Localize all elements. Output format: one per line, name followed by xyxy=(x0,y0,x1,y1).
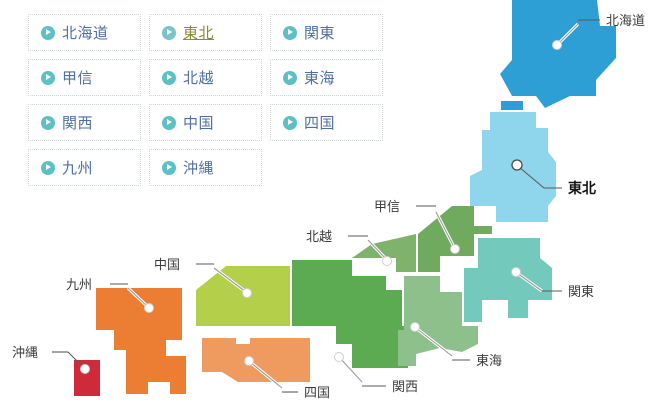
play-circle-icon xyxy=(162,25,176,40)
region-button-tokai[interactable]: 東海 xyxy=(270,59,383,96)
region-button-label: 関東 xyxy=(304,25,336,42)
map-region-shikoku[interactable] xyxy=(202,338,310,382)
region-button-kyushu[interactable]: 九州 xyxy=(28,149,141,186)
play-circle-icon xyxy=(162,115,176,130)
region-button-label: 中国 xyxy=(183,115,215,132)
play-circle-icon xyxy=(41,115,55,130)
map-label-hokuetsu: 北越 xyxy=(306,229,332,244)
region-button-label: 九州 xyxy=(62,160,94,177)
region-button-label: 甲信 xyxy=(62,70,94,87)
region-button-kansai[interactable]: 関西 xyxy=(28,104,141,141)
play-circle-icon xyxy=(41,160,55,175)
play-circle-icon xyxy=(283,115,297,130)
map-label-shikoku: 四国 xyxy=(304,385,330,400)
map-label-kyushu: 九州 xyxy=(66,277,92,292)
map-region-tohoku[interactable] xyxy=(470,112,556,222)
map-label-tokai: 東海 xyxy=(476,353,502,368)
map-region-hokkaido[interactable] xyxy=(500,0,616,108)
map-label-hokkaido: 北海道 xyxy=(606,13,645,28)
region-button-label: 関西 xyxy=(62,115,94,132)
region-button-okinawa[interactable]: 沖縄 xyxy=(149,149,262,186)
map-label-okinawa: 沖縄 xyxy=(12,345,38,360)
region-button-koshin[interactable]: 甲信 xyxy=(28,59,141,96)
map-label-kansai: 関西 xyxy=(392,379,418,394)
play-circle-icon xyxy=(283,25,297,40)
map-label-kanto: 関東 xyxy=(568,284,594,299)
play-circle-icon xyxy=(283,70,297,85)
region-button-hokuetsu[interactable]: 北越 xyxy=(149,59,262,96)
map-marker-kansai[interactable] xyxy=(334,352,344,362)
map-label-koshin: 甲信 xyxy=(374,199,400,214)
map-region-hokuetsu[interactable] xyxy=(352,234,416,272)
play-circle-icon xyxy=(162,70,176,85)
play-circle-icon xyxy=(162,160,176,175)
region-button-grid: 北海道 東北 関東 甲信 北越 東海 関西 中国 四国 九州 沖縄 xyxy=(28,14,393,194)
map-label-tohoku: 東北 xyxy=(568,180,596,196)
map-region-kansai[interactable] xyxy=(292,260,428,368)
map-label-chugoku: 中国 xyxy=(154,257,180,272)
map-region-okinawa[interactable] xyxy=(74,360,100,396)
region-button-label: 四国 xyxy=(304,115,336,132)
region-button-label: 沖縄 xyxy=(183,160,215,177)
region-button-tohoku[interactable]: 東北 xyxy=(149,14,262,51)
region-button-label: 東海 xyxy=(304,70,336,87)
region-button-label: 東北 xyxy=(183,25,215,42)
map-region-kanto[interactable] xyxy=(464,238,552,322)
region-button-label: 北海道 xyxy=(62,25,109,42)
region-button-hokkaido[interactable]: 北海道 xyxy=(28,14,141,51)
map-region-chugoku[interactable] xyxy=(196,266,290,326)
play-circle-icon xyxy=(41,25,55,40)
map-region-hokkaido-island[interactable] xyxy=(501,101,523,110)
region-button-chugoku[interactable]: 中国 xyxy=(149,104,262,141)
region-button-shikoku[interactable]: 四国 xyxy=(270,104,383,141)
map-region-kyushu[interactable] xyxy=(96,288,186,394)
region-button-kanto[interactable]: 関東 xyxy=(270,14,383,51)
region-button-label: 北越 xyxy=(183,70,215,87)
play-circle-icon xyxy=(41,70,55,85)
